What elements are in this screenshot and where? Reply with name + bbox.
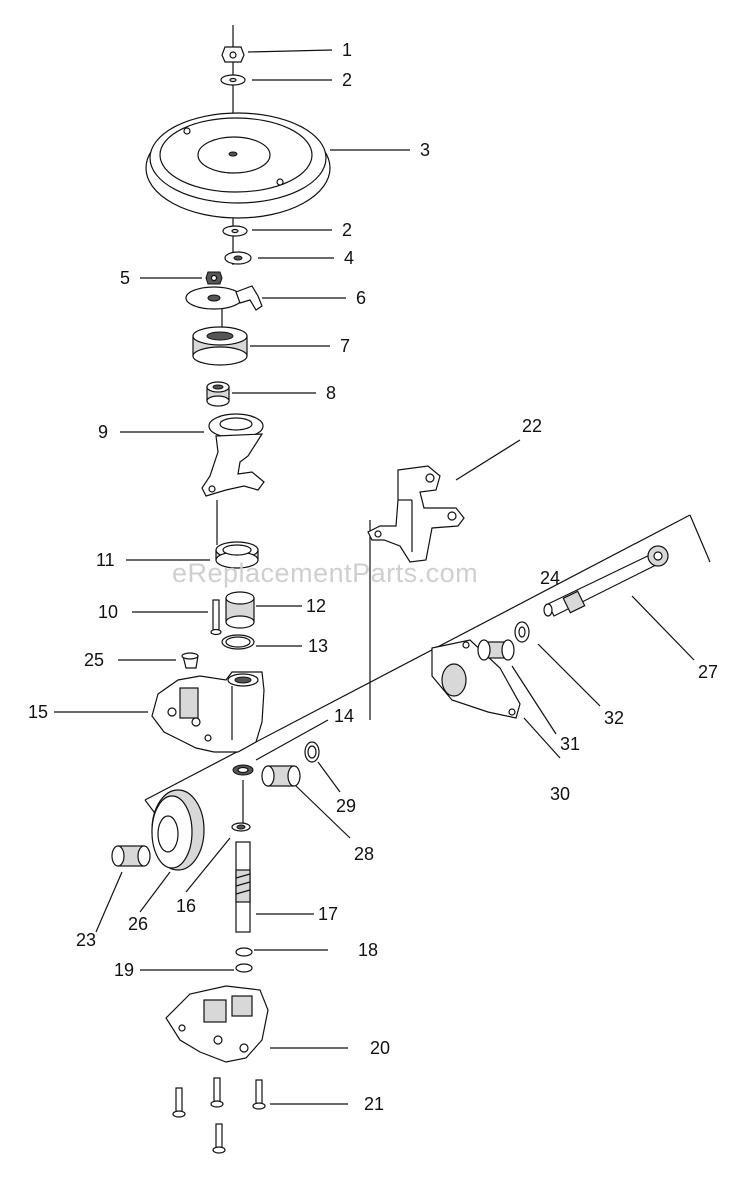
part-15-upper-housing[interactable] [151, 671, 265, 753]
callout-29: 29 [336, 796, 356, 816]
part-18-washer[interactable] [235, 947, 253, 957]
part-2-washer-upper[interactable] [220, 74, 246, 86]
part-22-mounting-bracket[interactable] [367, 465, 465, 563]
part-3-pulley[interactable] [145, 112, 331, 219]
housing-outline-right [689, 514, 711, 563]
callout-12: 12 [306, 596, 326, 616]
part-19-washer[interactable] [235, 963, 253, 973]
callout-14: 14 [334, 706, 354, 726]
part-13-o-ring[interactable] [221, 634, 255, 650]
part-32-washer[interactable] [514, 621, 530, 643]
callout-16: 16 [176, 896, 196, 916]
part-31-bearing[interactable] [477, 639, 515, 661]
part-14-seal[interactable] [232, 764, 254, 776]
part-23-bushing[interactable] [111, 845, 151, 867]
part-1-nut[interactable] [221, 46, 245, 63]
callout-30: 30 [550, 784, 570, 804]
part-6-idler-plate[interactable] [185, 285, 263, 311]
part-12-bushing[interactable] [225, 591, 255, 629]
callout-19: 19 [114, 960, 134, 980]
callout-17: 17 [318, 904, 338, 924]
callout-3: 3 [420, 140, 430, 160]
callout-22: 22 [522, 416, 542, 436]
callout-25: 25 [84, 650, 104, 670]
callout-21: 21 [364, 1094, 384, 1114]
watermark-text: eReplacementParts.com [172, 558, 479, 588]
callout-18: 18 [358, 940, 378, 960]
callout-13: 13 [308, 636, 328, 656]
part-27-axle-shaft[interactable] [543, 545, 669, 617]
part-21-bolts[interactable] [172, 1077, 266, 1154]
callout-2-upper: 2 [342, 70, 352, 90]
part-17-worm-shaft[interactable] [235, 841, 251, 933]
part-9-idler-arm[interactable] [201, 413, 265, 497]
callout-1: 1 [342, 40, 352, 60]
part-26-gear[interactable] [151, 789, 205, 871]
callout-2-lower: 2 [342, 220, 352, 240]
part-5-small-nut[interactable] [205, 271, 223, 285]
part-8-spacer[interactable] [206, 381, 230, 407]
callout-4: 4 [344, 248, 354, 268]
part-2-washer-lower[interactable] [222, 225, 248, 237]
callout-20: 20 [370, 1038, 390, 1058]
leader-lines [54, 49, 695, 1105]
callout-32: 32 [604, 708, 624, 728]
callout-7: 7 [340, 336, 350, 356]
part-20-lower-housing[interactable] [165, 985, 269, 1063]
callout-28: 28 [354, 844, 374, 864]
callout-6: 6 [356, 288, 366, 308]
callout-27: 27 [698, 662, 718, 682]
callout-23: 23 [76, 930, 96, 950]
part-10-pin[interactable] [210, 599, 222, 636]
part-16-washer[interactable] [231, 822, 251, 832]
callout-26: 26 [128, 914, 148, 934]
callout-24: 24 [540, 568, 560, 588]
callout-10: 10 [98, 602, 118, 622]
part-25-plug[interactable] [181, 652, 199, 669]
callout-9: 9 [98, 422, 108, 442]
callout-8: 8 [326, 383, 336, 403]
callout-labels: 1 2 3 2 4 5 6 7 8 9 22 11 24 10 12 13 27… [28, 40, 718, 1114]
callout-31: 31 [560, 734, 580, 754]
part-29-ring[interactable] [304, 741, 320, 763]
callout-15: 15 [28, 702, 48, 722]
part-28-bushing[interactable] [261, 765, 301, 787]
callout-11: 11 [96, 550, 115, 570]
part-7-idler-bearing[interactable] [192, 326, 248, 366]
part-4-washer[interactable] [224, 251, 252, 265]
part-11-retaining-ring[interactable] [215, 541, 259, 569]
callout-5: 5 [120, 268, 130, 288]
